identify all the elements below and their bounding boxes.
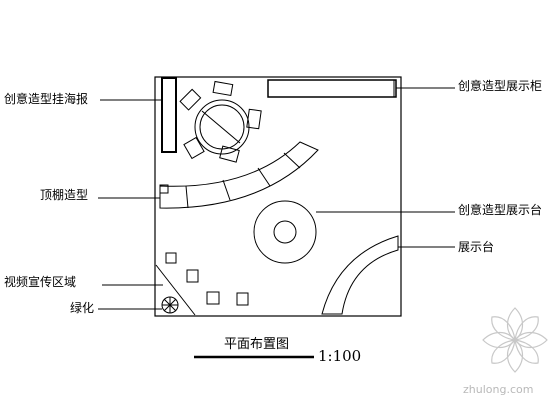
poster-wall: [161, 77, 177, 153]
video-area-boxes: [155, 252, 249, 316]
booth-outline: [154, 76, 402, 317]
table-with-chairs: [179, 80, 262, 163]
display-cabinet: [267, 79, 397, 98]
flower-logo-icon: [482, 307, 548, 373]
label-poster: 创意造型挂海报: [4, 92, 89, 106]
label-greenery: 绿化: [70, 301, 95, 315]
watermark-text: zhulong.com: [463, 383, 534, 396]
label-video-area: 视频宣传区域: [4, 275, 77, 289]
label-display-stand: 展示台: [458, 240, 495, 254]
ceiling-band: [159, 141, 319, 209]
label-ceiling: 顶棚造型: [40, 188, 89, 202]
greenery-plant: [161, 296, 179, 314]
label-display-cabinet: 创意造型展示柜: [458, 79, 543, 93]
arc-display-stand: [321, 235, 399, 315]
label-display-stand-round: 创意造型展示台: [458, 203, 543, 217]
round-display-stand: [253, 200, 317, 264]
caption-title: 平面布置图: [224, 337, 290, 352]
caption-scale: 1:100: [318, 347, 362, 365]
